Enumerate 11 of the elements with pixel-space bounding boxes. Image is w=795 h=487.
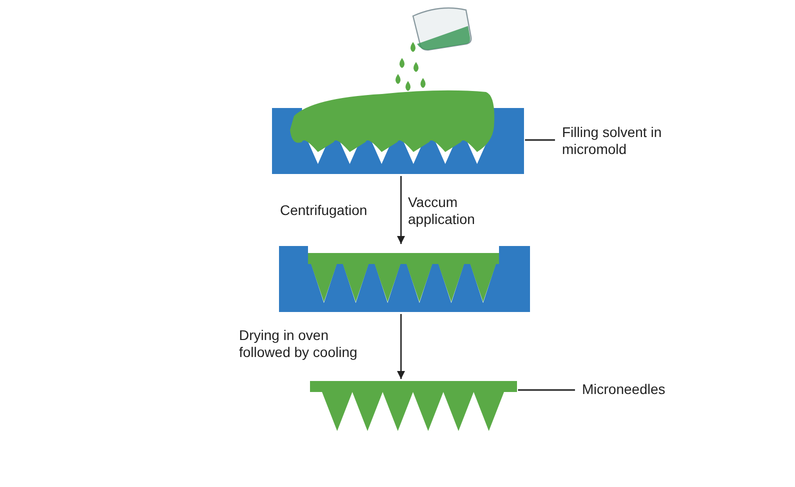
step-label: Centrifugation: [280, 202, 368, 219]
edge-label: Drying in oven followed by cooling: [239, 327, 358, 361]
micromold-with-microneedles-drawing: [279, 246, 530, 312]
edge-label: Vaccum application: [408, 194, 476, 228]
arrow: [397, 314, 405, 379]
leader-line: [525, 139, 555, 141]
arrow: [397, 176, 405, 244]
leader-line: [518, 389, 575, 391]
step-label: Microneedles: [582, 381, 666, 398]
microneedle-array-drawing: [310, 381, 517, 431]
step-label: Filling solvent in micromold: [562, 124, 663, 158]
